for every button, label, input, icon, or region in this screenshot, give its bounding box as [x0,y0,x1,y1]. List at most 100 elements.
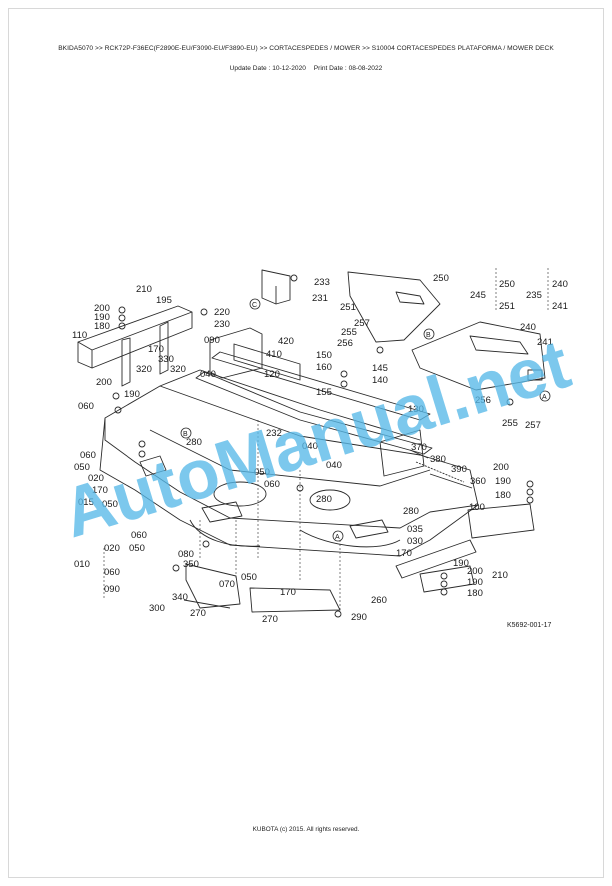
label-280b: 280 [316,494,332,505]
label-290: 290 [351,612,367,623]
document-page: BKIDA5070 >> RCK72P-F36EC(F2890E-EU/F309… [8,8,604,878]
label-170d: 170 [280,587,296,598]
label-380: 380 [430,454,446,465]
label-200d: 200 [467,566,483,577]
label-190c: 190 [495,476,511,487]
label-210: 210 [136,284,152,295]
label-280c: 280 [403,506,419,517]
label-330: 330 [158,354,174,365]
lower-baffles [183,563,341,613]
label-251b: 251 [499,301,515,312]
label-170: 170 [148,344,164,355]
label-200: 200 [94,303,110,314]
label-320b: 320 [170,364,186,375]
label-256: 256 [337,338,353,349]
label-090b: 090 [104,584,120,595]
label-070: 070 [219,579,235,590]
label-180: 180 [94,321,110,332]
label-390: 390 [451,464,467,475]
bracket-c [261,269,298,305]
label-241b: 241 [552,301,568,312]
label-270a: 270 [190,608,206,619]
label-160: 160 [316,362,332,373]
label-130: 130 [408,404,424,415]
label-015: 015 [78,497,94,508]
part-labels: 233 231 250 245 250 251 235 240 241 210 … [72,273,568,625]
breadcrumb: BKIDA5070 >> RCK72P-F36EC(F2890E-EU/F309… [58,45,554,52]
label-255: 255 [341,327,357,338]
label-060b: 060 [264,479,280,490]
label-250b: 250 [499,279,515,290]
label-100: 100 [469,502,485,513]
label-060a: 060 [78,401,94,412]
label-410: 410 [266,349,282,360]
callout-letters: C B B A A [183,302,547,541]
callout-b1: B [426,332,431,339]
label-030: 030 [407,536,423,547]
label-140: 140 [372,375,388,386]
label-020b: 020 [104,543,120,554]
date-line: Update Date : 10-12-2020 Print Date : 08… [9,65,603,72]
label-010: 010 [74,559,90,570]
top-plates [347,271,546,391]
label-260: 260 [371,595,387,606]
label-170b: 170 [92,485,108,496]
label-155: 155 [316,387,332,398]
label-235: 235 [526,290,542,301]
label-400: 050 [254,467,270,478]
copyright-footer: KUBOTA (c) 2015. All rights reserved. [252,826,360,833]
label-257: 257 [354,318,370,329]
label-231: 231 [312,293,328,304]
label-256b: 256 [475,395,491,406]
side-arm [395,503,535,593]
label-240b: 240 [552,279,568,290]
callout-a1: A [335,534,340,541]
label-080: 080 [178,549,194,560]
label-200b: 200 [96,377,112,388]
label-360: 360 [470,476,486,487]
label-040b: 040 [302,441,318,452]
callout-a2: A [542,394,547,401]
label-420: 420 [278,336,294,347]
label-245: 245 [470,290,486,301]
spring-rod [409,449,473,489]
label-230: 230 [214,319,230,330]
label-195: 195 [156,295,172,306]
label-190b: 190 [124,389,140,400]
label-050d: 050 [241,572,257,583]
label-040c: 040 [326,460,342,471]
callout-marks [180,298,551,542]
leader-lines [103,268,549,610]
label-241: 241 [537,337,553,348]
label-190e: 190 [467,577,483,588]
label-020a: 020 [88,473,104,484]
label-232: 232 [266,428,282,439]
deck-body [99,369,479,557]
label-145: 145 [372,363,388,374]
label-180c: 180 [495,490,511,501]
callout-b2: B [183,431,188,438]
label-320a: 320 [136,364,152,375]
label-060e: 060 [104,567,120,578]
label-050a: 050 [74,462,90,473]
label-035: 035 [407,524,423,535]
print-date: Print Date : 08-08-2022 [313,65,383,72]
label-150: 150 [316,350,332,361]
label-255b: 255 [502,418,518,429]
front-bar [77,305,193,387]
bracket-420 [209,327,263,379]
update-date: Update Date : 10-12-2020 [229,65,306,72]
label-190d: 190 [453,558,469,569]
label-190: 190 [94,312,110,323]
label-240: 240 [520,322,536,333]
label-210b: 210 [492,570,508,581]
label-040a: 040 [200,369,216,380]
callout-c: C [252,302,257,309]
label-250: 250 [433,273,449,284]
label-110: 110 [72,330,87,341]
label-340: 340 [172,592,188,603]
label-050b: 050 [102,499,118,510]
label-120: 120 [264,369,280,380]
label-170c: 170 [396,548,412,559]
